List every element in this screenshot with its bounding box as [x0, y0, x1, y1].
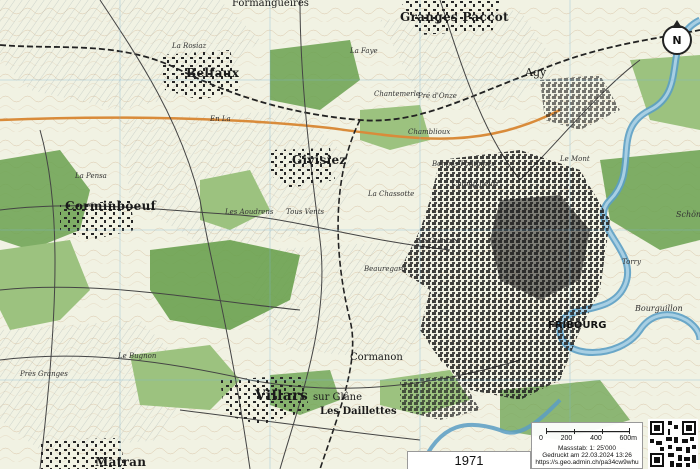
- river-sarine-inner: [558, 18, 700, 354]
- place-pres-granges: Près Granges: [20, 370, 68, 378]
- place-bourguillon: Bourguillon: [635, 304, 683, 313]
- place-le-bugnon: Le Bugnon: [118, 352, 157, 360]
- village-granges-paccot: [400, 0, 500, 35]
- scale-legend: 0 200 400 600m Massstab: 1: 25'000 Gedru…: [531, 422, 643, 469]
- place-la-rosiaz: La Rosiaz: [172, 42, 207, 50]
- forest-area: [270, 40, 360, 110]
- place-villars: Villars: [255, 388, 309, 404]
- place-le-mont: Le Mont: [560, 155, 590, 163]
- north-label: N: [672, 33, 682, 47]
- place-la-faye: La Faye: [350, 47, 378, 55]
- place-matran: Matran: [95, 455, 147, 469]
- place-la-pensa: La Pensa: [75, 172, 107, 180]
- scale-tick: 400: [590, 435, 602, 442]
- map-year-label: 1971: [407, 451, 531, 469]
- place-formangueires: Formangueires: [232, 0, 309, 9]
- place-bonnes-fontaines: Bonnes Fontaines: [432, 160, 495, 168]
- place-tous-vents: Tous Vents: [286, 208, 325, 216]
- place-beauregard: Beauregard: [364, 265, 406, 273]
- place-cormanon: Cormanon: [350, 352, 403, 363]
- place-fribourg: FRIBOURG: [548, 320, 607, 331]
- place-chantemerle: Chantemerle: [374, 90, 421, 98]
- place-belfaux: Belfaux: [186, 66, 240, 80]
- scale-bar: [546, 428, 630, 434]
- forest-area: [130, 345, 240, 410]
- village-villars: [220, 375, 310, 425]
- print-date: Gedruckt am 22.03.2024 13:26: [542, 452, 632, 459]
- village-givisiez: [270, 148, 335, 188]
- place-givisiez: Givisiez: [292, 153, 347, 167]
- scale-ratio: Massstab: 1: 25'000: [558, 445, 616, 452]
- place-agy: Agy: [525, 66, 547, 79]
- forest-area: [150, 240, 300, 330]
- scale-ticks: 0 200 400 600m: [535, 435, 641, 442]
- place-schoenberg: Schönb: [676, 210, 700, 219]
- place-chamblioux: Chamblioux: [408, 128, 451, 136]
- forest-area: [200, 170, 270, 230]
- place-pres-donze: Pré d'Onze: [418, 92, 457, 100]
- place-champ-fleuri: Champ fleuri: [452, 180, 499, 188]
- place-torry: Torry: [622, 258, 641, 266]
- village-matran: [40, 438, 125, 469]
- share-link[interactable]: https://s.geo.admin.ch/pa34cw9whu: [535, 459, 639, 466]
- stream: [418, 398, 562, 469]
- railway: [319, 119, 361, 469]
- place-les-aoudrens: Les Aoudrens: [225, 208, 274, 216]
- place-les-daillettes: Les Daillettes: [320, 406, 397, 417]
- place-la-chassotte: La Chassotte: [368, 190, 415, 198]
- village-belfaux: [160, 50, 240, 100]
- highway: [0, 108, 561, 140]
- north-pointer-icon: [672, 20, 682, 28]
- scale-tick: 0: [539, 435, 543, 442]
- place-en-la: En La: [210, 115, 231, 123]
- place-sur-glane: sur Glâne: [313, 392, 363, 403]
- place-corminboeuf: Corminboeuf: [65, 199, 157, 213]
- place-le-guintzet: Le Guintzet: [418, 237, 460, 245]
- scale-tick: 200: [560, 435, 573, 442]
- qr-code-icon[interactable]: [648, 419, 698, 469]
- forest-area: [0, 240, 90, 330]
- scale-tick: 600m: [619, 435, 637, 442]
- place-granges-paccot: Granges Paccot: [400, 10, 509, 24]
- north-arrow-icon[interactable]: N: [662, 20, 692, 55]
